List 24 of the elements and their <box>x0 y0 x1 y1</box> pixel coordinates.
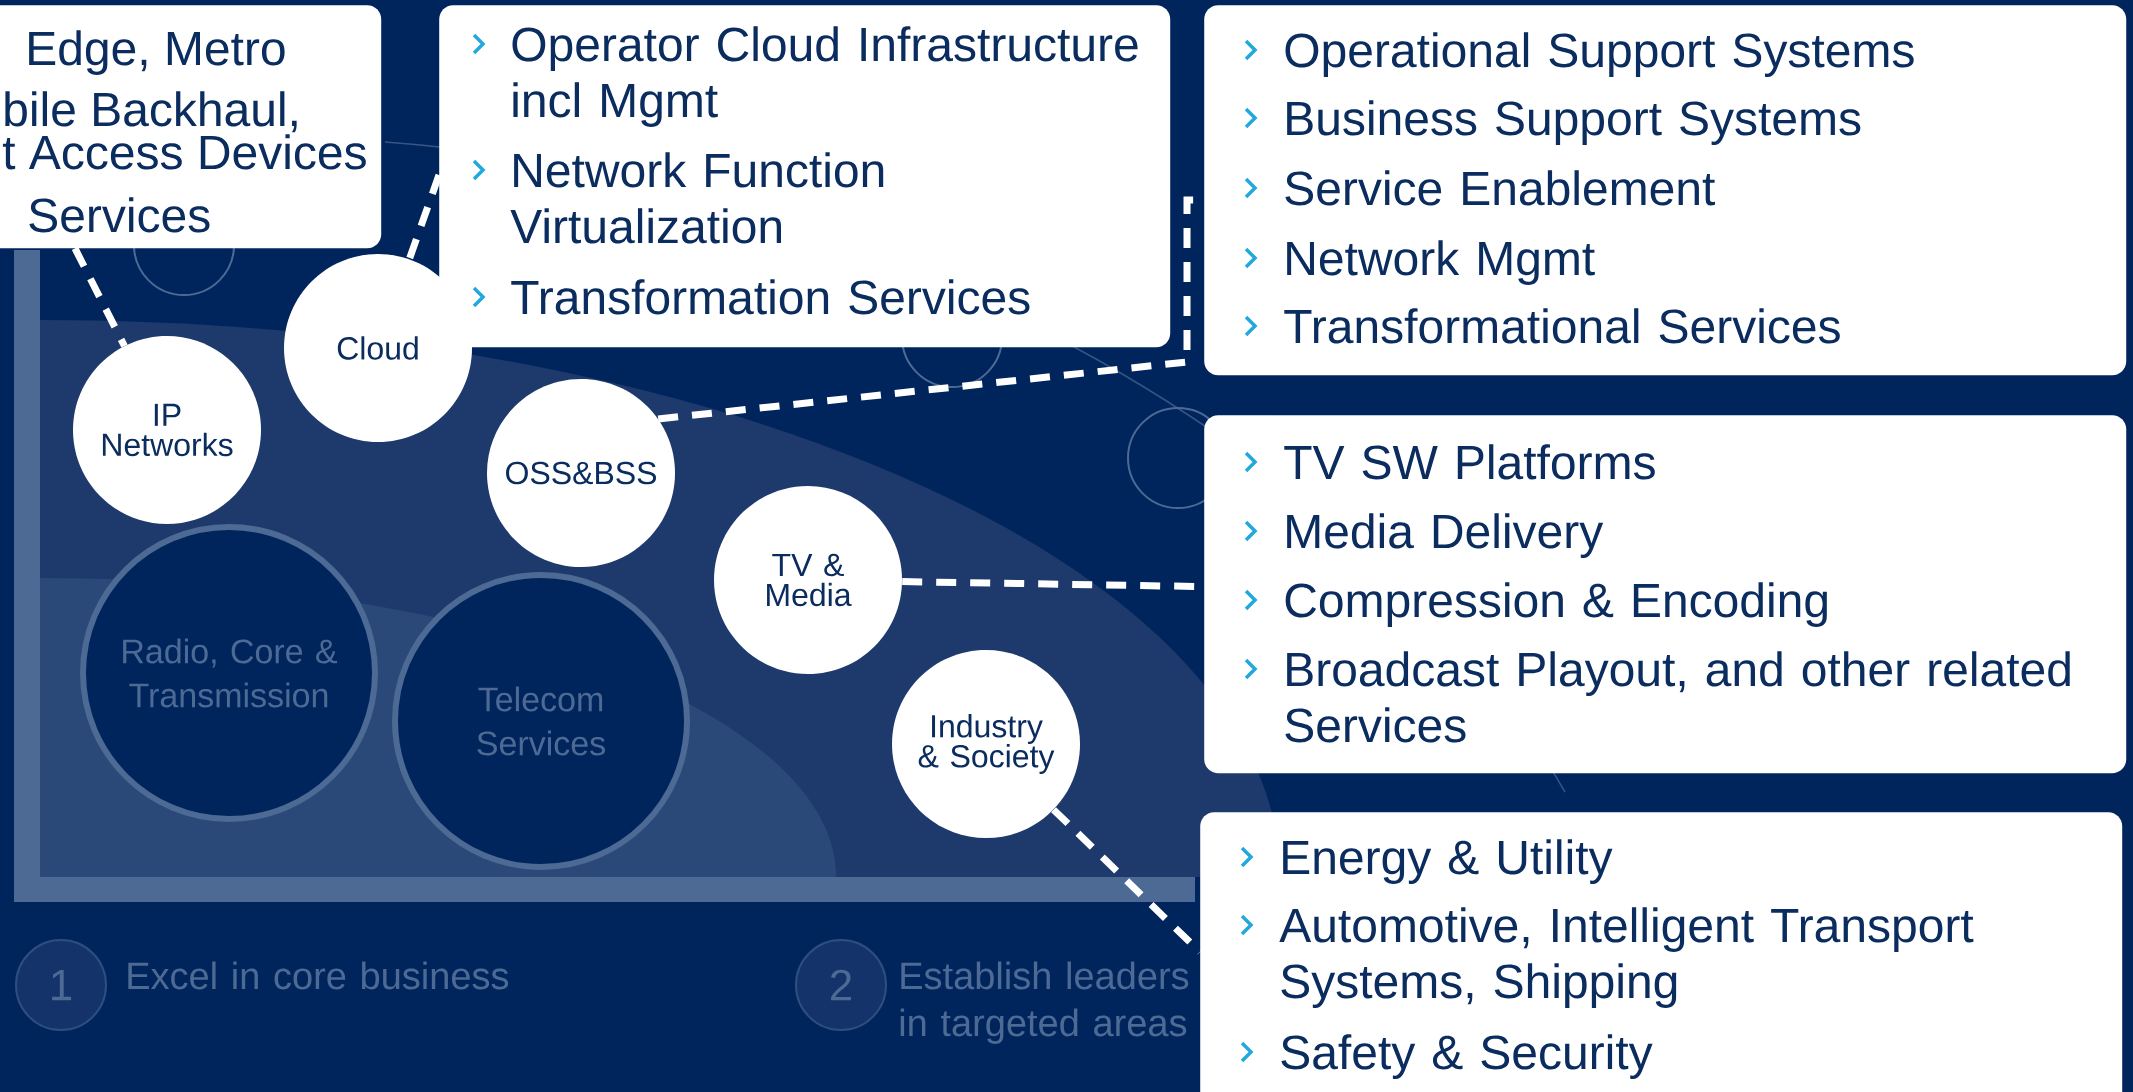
bullet-item: Network Mgmt <box>1244 240 1595 285</box>
bullet-item: Operator Cloud Infrastructure incl Mgmt <box>472 26 1138 127</box>
bullet-item: Media Delivery <box>1244 513 1604 558</box>
bullet-item: Operational Support Systems <box>1244 32 1914 77</box>
bullet-item: Automotive, Intelligent Transport Systems, Shipping <box>1240 907 1974 1008</box>
bullet-item: Business Support Systems <box>1244 100 1861 145</box>
bullet-item: Safety & Security <box>1240 1034 1653 1079</box>
bullet-item: Service Enablement <box>1244 170 1715 206</box>
bullet-item: Network Function Virtualization <box>472 152 884 244</box>
bullet-item: Compression & Encoding <box>1244 582 1827 627</box>
text-line: t Access Devices <box>2 134 366 170</box>
text-line: bile Backhaul, <box>5 91 297 133</box>
bullet-item: Transformational Services <box>1244 308 1840 344</box>
bullet-item: Transformation Services <box>472 279 1030 315</box>
caption-text: Excel in core business <box>128 961 509 990</box>
leader-line <box>406 173 443 261</box>
text-line: Services <box>29 197 210 233</box>
bullet-item: TV SW Platforms <box>1244 444 1655 480</box>
text-line: Edge, Metro <box>29 30 285 75</box>
bullet-item: Broadcast Playout, and other related Services <box>1244 651 2070 743</box>
leader-line <box>1051 807 1203 955</box>
leader-line <box>71 246 128 348</box>
caption-text: Establish leaders in targeted areas <box>900 961 1189 1044</box>
bullet-item: Energy & Utility <box>1240 839 1613 884</box>
